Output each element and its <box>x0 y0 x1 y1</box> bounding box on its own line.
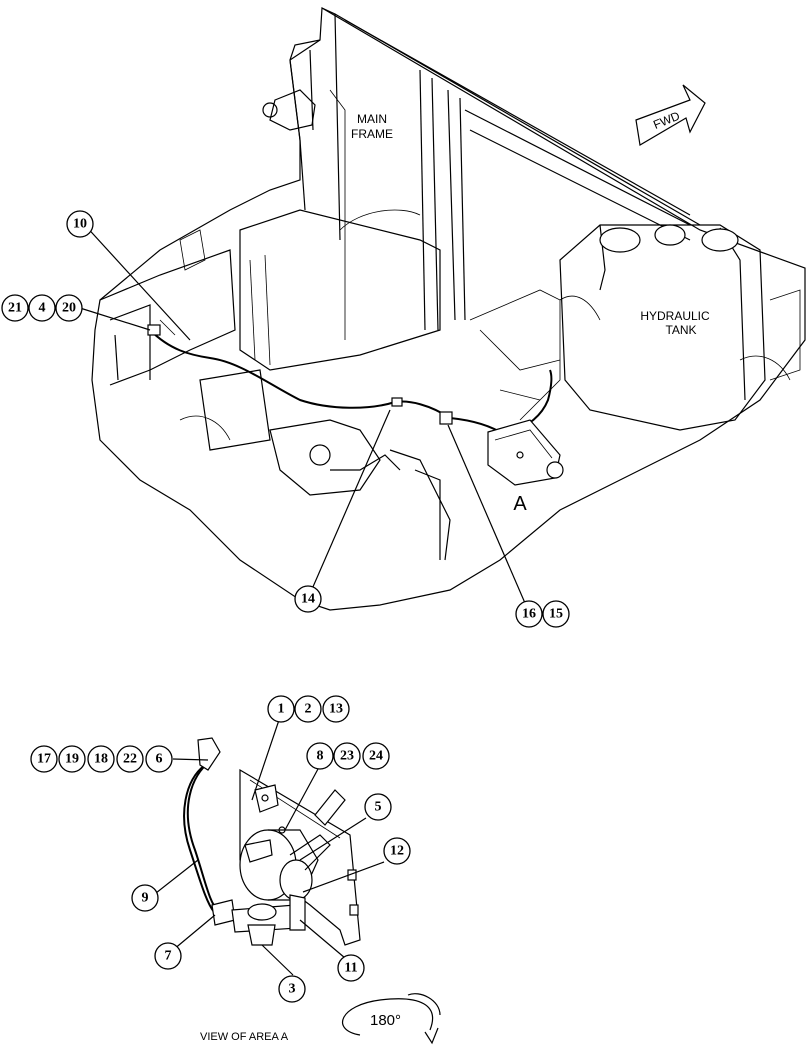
svg-text:16: 16 <box>522 607 536 622</box>
fitting-right-icon <box>439 411 453 425</box>
svg-text:3: 3 <box>289 982 296 997</box>
leader-9 <box>155 859 199 894</box>
leader-6 <box>172 758 209 761</box>
leader-16-15 <box>447 424 529 611</box>
svg-text:20: 20 <box>62 301 76 316</box>
callout-17: 17 <box>30 745 58 773</box>
callout-7: 7 <box>154 942 182 970</box>
hydraulic-tank-label-line2: TANK <box>665 323 696 337</box>
svg-text:12: 12 <box>390 844 404 859</box>
rotation-label: 180° <box>370 1012 401 1029</box>
callout-5: 5 <box>364 793 392 821</box>
leader-11 <box>299 919 346 959</box>
callouts: 10 21 4 20 14 16 15 1 2 13 17 19 18 22 6… <box>1 210 570 1003</box>
callout-6: 6 <box>145 745 173 773</box>
leader-1-2-13 <box>251 719 280 801</box>
callout-20: 20 <box>55 294 83 322</box>
leader-10 <box>82 222 191 341</box>
svg-text:9: 9 <box>142 891 149 906</box>
leader-7 <box>172 914 216 951</box>
svg-text:14: 14 <box>301 592 315 607</box>
svg-text:5: 5 <box>375 800 382 815</box>
main-frame-drawing: FWD MAIN FRAME HYDRAULIC TANK A <box>79 6 806 611</box>
leader-8-23-24 <box>284 768 319 831</box>
callout-3: 3 <box>278 975 306 1003</box>
callout-8: 8 <box>306 742 334 770</box>
main-frame-label-line2: FRAME <box>351 127 393 141</box>
callout-23: 23 <box>333 742 361 770</box>
callout-2: 2 <box>294 695 322 723</box>
callout-13: 13 <box>322 695 350 723</box>
svg-text:22: 22 <box>123 752 137 767</box>
leader-21-4-20 <box>79 307 151 331</box>
leader-3 <box>261 944 294 976</box>
callout-24: 24 <box>362 742 390 770</box>
callout-12: 12 <box>383 837 411 865</box>
svg-text:6: 6 <box>156 752 163 767</box>
svg-text:10: 10 <box>73 217 87 232</box>
svg-text:4: 4 <box>39 301 46 316</box>
callout-16: 16 <box>515 600 543 628</box>
callout-14: 14 <box>294 585 322 613</box>
svg-text:7: 7 <box>165 949 172 964</box>
svg-text:23: 23 <box>340 749 354 764</box>
area-a-marker: A <box>513 493 527 515</box>
callout-4: 4 <box>28 294 56 322</box>
svg-text:18: 18 <box>94 752 108 767</box>
svg-text:11: 11 <box>344 961 357 976</box>
rotation-arrow-icon <box>341 993 441 1045</box>
leader-12 <box>302 861 385 893</box>
callout-11: 11 <box>337 954 365 982</box>
callout-15: 15 <box>542 600 570 628</box>
main-frame-label-line1: MAIN <box>357 112 387 126</box>
svg-text:8: 8 <box>317 749 324 764</box>
callout-22: 22 <box>116 745 144 773</box>
fitting-middle-icon <box>391 397 403 407</box>
svg-text:24: 24 <box>369 749 383 764</box>
svg-text:15: 15 <box>549 607 563 622</box>
svg-text:1: 1 <box>278 702 285 717</box>
area-a-component <box>487 419 564 486</box>
hydraulic-tank-label-line1: HYDRAULIC <box>640 309 710 323</box>
view-caption: VIEW OF AREA A <box>200 1031 289 1043</box>
svg-text:17: 17 <box>37 752 51 767</box>
forward-arrow-icon: FWD <box>635 84 706 146</box>
svg-text:21: 21 <box>8 301 22 316</box>
callout-18: 18 <box>87 745 115 773</box>
callout-9: 9 <box>131 884 159 912</box>
leader-14 <box>308 409 391 597</box>
callout-19: 19 <box>58 745 86 773</box>
svg-text:19: 19 <box>65 752 79 767</box>
callout-1: 1 <box>267 695 295 723</box>
callout-21: 21 <box>1 294 29 322</box>
svg-text:2: 2 <box>305 702 312 717</box>
area-a-detail-drawing: 180° VIEW OF AREA A <box>155 719 441 1045</box>
leader-5 <box>299 817 367 861</box>
callout-10: 10 <box>66 210 94 238</box>
svg-text:13: 13 <box>329 702 343 717</box>
